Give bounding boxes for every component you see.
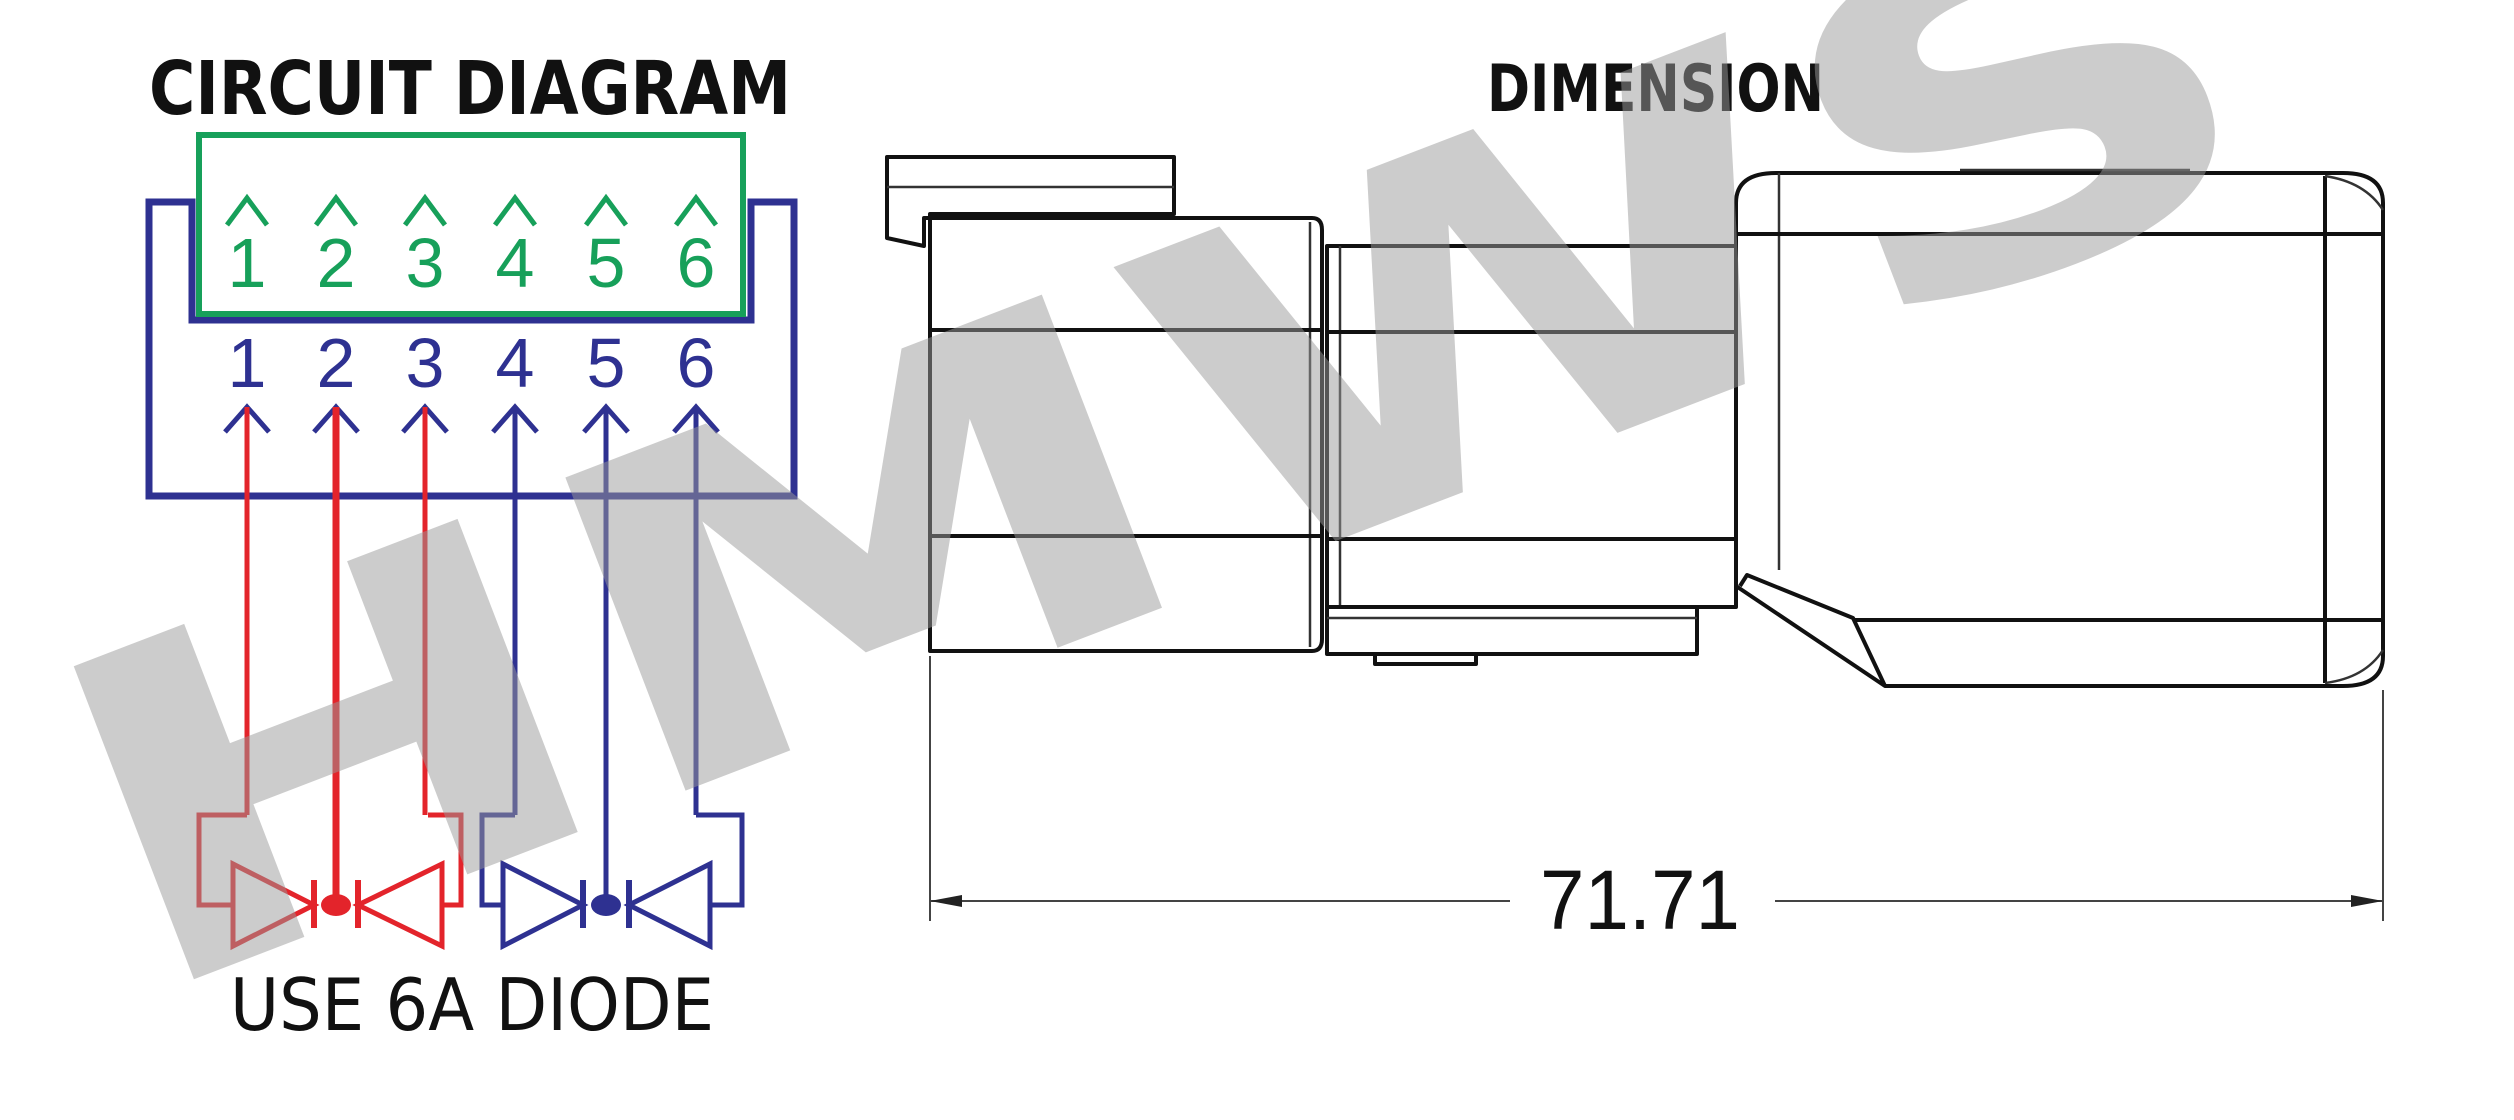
blue-diode-left-triangle xyxy=(500,859,589,951)
blue-loop-right xyxy=(696,812,745,908)
dimension-title: DIMENSION xyxy=(1487,52,1824,127)
top-pin-number: 3 xyxy=(406,224,445,302)
top-pin-caret-icon xyxy=(313,193,359,227)
blue-junction-dot xyxy=(591,894,621,916)
bottom-pin-number: 3 xyxy=(406,324,445,402)
top-pin-number: 1 xyxy=(228,224,267,302)
arrow-left-icon xyxy=(930,895,962,907)
blue-diode-right-triangle xyxy=(623,859,713,951)
red-diode-left-triangle xyxy=(230,859,320,951)
wire-group xyxy=(244,407,699,905)
latch-tab xyxy=(885,155,1176,248)
blue-loop-left xyxy=(479,812,515,908)
connector-drawing xyxy=(885,155,2385,688)
arrow-right-icon xyxy=(2351,895,2383,907)
left-body xyxy=(928,216,1324,653)
blue-diode-pair xyxy=(479,812,745,951)
bottom-pin-number: 4 xyxy=(496,324,535,402)
dimension-line xyxy=(929,656,2384,921)
bottom-pin-number: 6 xyxy=(677,324,716,402)
top-pin-caret-icon xyxy=(583,193,629,227)
bottom-pin-number: 5 xyxy=(587,324,626,402)
right-body xyxy=(1734,171,2385,688)
diode-label: USE 6A DIODE xyxy=(230,963,714,1047)
top-pin-number: 2 xyxy=(317,224,356,302)
bottom-pin-number: 1 xyxy=(228,324,267,402)
circuit-diagram-title: CIRCUIT DIAGRAM xyxy=(149,46,791,132)
dimension-value: 71.71 xyxy=(1540,853,1740,947)
top-pin-caret-icon xyxy=(673,193,719,227)
female-housing-outline xyxy=(196,132,746,317)
male-housing-outline xyxy=(145,198,798,500)
top-pin-caret-icon xyxy=(492,193,538,227)
top-pin-caret-icon xyxy=(224,193,270,227)
middle-bottom-rail xyxy=(1325,605,1699,656)
bottom-clip xyxy=(1373,654,1478,666)
top-pin-number: 6 xyxy=(677,224,716,302)
red-junction-dot xyxy=(321,894,351,916)
red-diode-pair xyxy=(196,812,464,951)
bottom-pin-number: 2 xyxy=(317,324,356,402)
top-pin-number: 5 xyxy=(587,224,626,302)
red-diode-right-triangle xyxy=(352,859,445,951)
chamfer xyxy=(1738,573,1887,687)
red-loop-right xyxy=(428,812,464,908)
right-cap-curves xyxy=(2324,174,2385,685)
red-loop-left xyxy=(196,812,247,908)
top-pin-caret-icon xyxy=(402,193,448,227)
top-pin-number: 4 xyxy=(496,224,535,302)
